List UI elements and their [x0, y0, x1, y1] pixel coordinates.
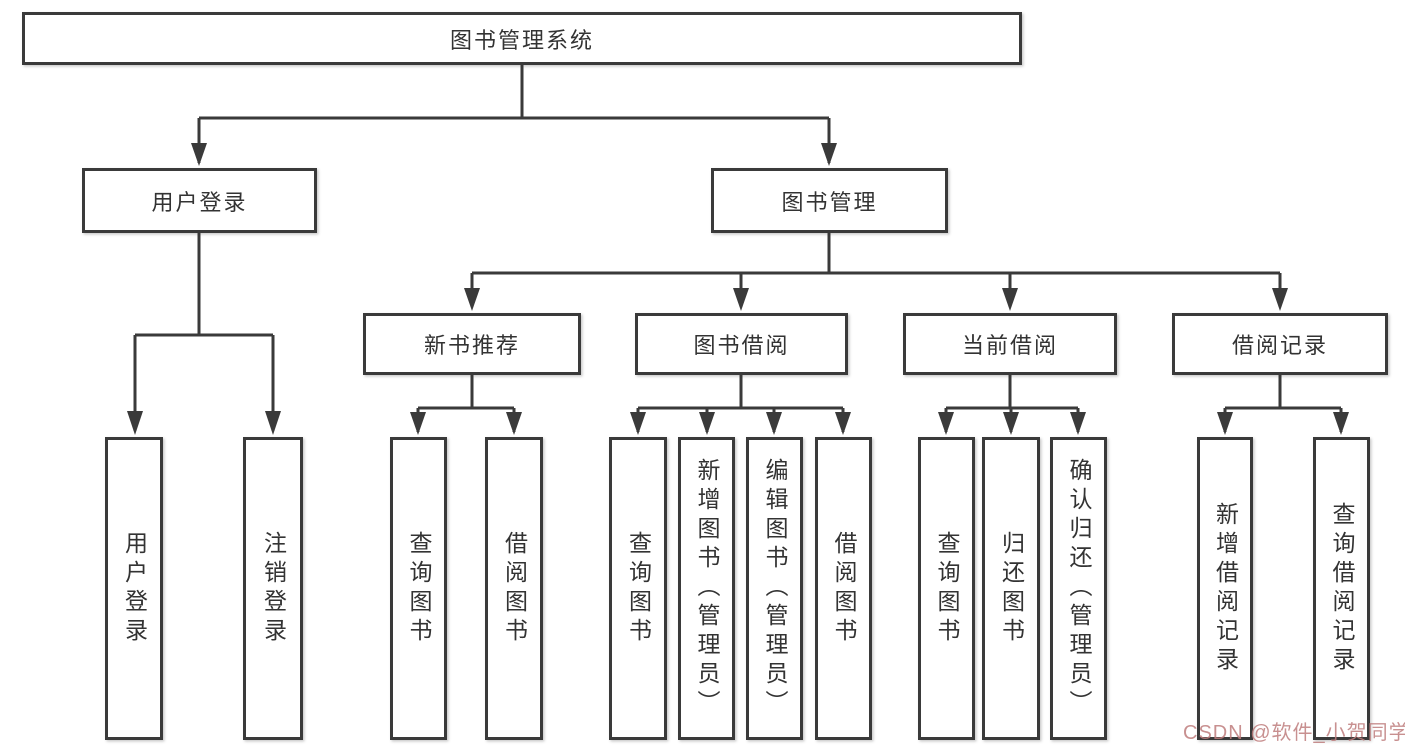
node-new-book-recommend: 新书推荐 — [363, 313, 581, 375]
node-borrowing-records-label: 借阅记录 — [1231, 333, 1328, 358]
leaf-bb-add-books-admin-label: 新增图书（管理员） — [694, 458, 720, 719]
node-book-management: 图书管理 — [711, 168, 948, 233]
node-current-borrowing: 当前借阅 — [903, 313, 1117, 375]
leaf-cb-return-books-label: 归还图书 — [998, 530, 1025, 647]
leaf-br-add-record-label: 新增借阅记录 — [1212, 501, 1239, 676]
leaf-br-add-record: 新增借阅记录 — [1197, 437, 1253, 740]
leaf-br-query-record-label: 查询借阅记录 — [1329, 501, 1355, 676]
node-library-management-system-label: 图书管理系统 — [449, 27, 594, 53]
csdn-watermark: CSDN @软件_小贺同学 — [1183, 722, 1405, 744]
leaf-nbr-borrow-books-label: 借阅图书 — [501, 530, 528, 647]
leaf-logout: 注销登录 — [243, 437, 303, 740]
leaf-cb-query-books: 查询图书 — [918, 437, 975, 740]
leaf-bb-query-books: 查询图书 — [609, 437, 667, 740]
leaf-br-query-record: 查询借阅记录 — [1313, 437, 1370, 740]
leaf-cb-confirm-return-admin-label: 确认归还（管理员） — [1066, 458, 1092, 719]
node-borrowing-records: 借阅记录 — [1172, 313, 1388, 375]
node-user-login: 用户登录 — [82, 168, 317, 233]
leaf-nbr-borrow-books: 借阅图书 — [485, 437, 543, 740]
leaf-bb-query-books-label: 查询图书 — [625, 530, 652, 647]
node-user-login-label: 用户登录 — [151, 189, 248, 215]
node-book-borrowing: 图书借阅 — [635, 313, 848, 375]
leaf-cb-confirm-return-admin: 确认归还（管理员） — [1050, 437, 1107, 740]
node-book-borrowing-label: 图书借阅 — [693, 333, 790, 358]
leaf-user-login: 用户登录 — [105, 437, 163, 740]
leaf-user-login-label: 用户登录 — [121, 530, 148, 647]
leaf-bb-borrow-books-label: 借阅图书 — [831, 530, 857, 647]
node-new-book-recommend-label: 新书推荐 — [423, 333, 520, 358]
node-library-management-system: 图书管理系统 — [22, 12, 1022, 65]
leaf-nbr-query-books: 查询图书 — [390, 437, 447, 740]
leaf-nbr-query-books-label: 查询图书 — [406, 530, 432, 647]
tree-edges — [133, 65, 1343, 432]
leaf-bb-edit-books-admin-label: 编辑图书（管理员） — [762, 458, 788, 719]
leaf-bb-edit-books-admin: 编辑图书（管理员） — [746, 437, 803, 740]
leaf-bb-add-books-admin: 新增图书（管理员） — [678, 437, 735, 740]
node-book-management-label: 图书管理 — [781, 189, 878, 215]
node-current-borrowing-label: 当前借阅 — [961, 333, 1058, 358]
leaf-bb-borrow-books: 借阅图书 — [815, 437, 872, 740]
leaf-logout-label: 注销登录 — [260, 530, 287, 647]
leaf-cb-return-books: 归还图书 — [982, 437, 1040, 740]
leaf-cb-query-books-label: 查询图书 — [934, 530, 960, 647]
